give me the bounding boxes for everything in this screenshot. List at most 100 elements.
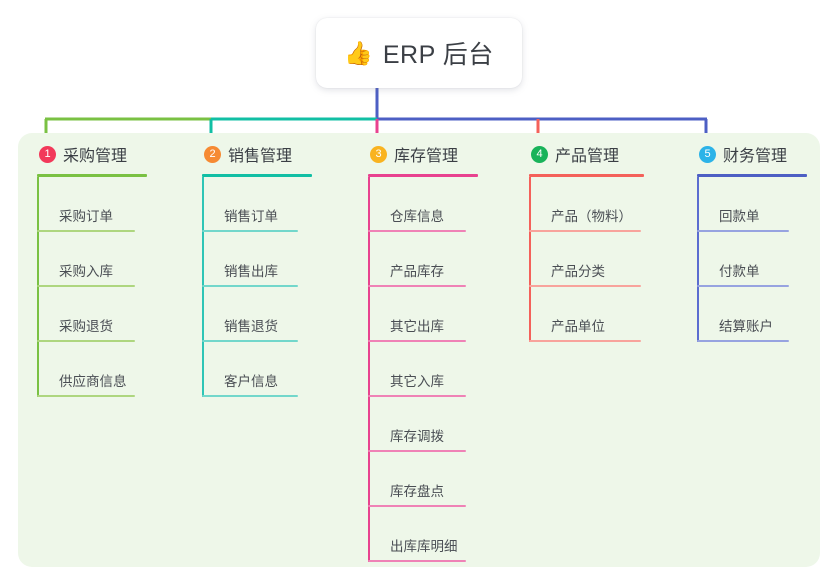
branch-header-3[interactable]: 3 库存管理 [368,141,478,167]
leaf-list: 产品（物料） 产品分类产品单位 [529,177,644,342]
leaf-underline [37,340,135,342]
leaf-underline [37,395,135,397]
leaf-underline [37,285,135,287]
leaf-underline [202,230,298,232]
branch-badge-icon: 2 [204,145,221,163]
leaf-label: 客户信息 [224,374,278,389]
branch-underline [368,174,478,177]
leaf-underline [368,505,466,507]
branch-underline [697,174,807,177]
branch-title: 库存管理 [394,148,459,165]
leaf-item[interactable]: 结算账户 [697,287,807,342]
leaf-label: 供应商信息 [59,374,127,389]
leaf-label: 销售退货 [224,319,278,334]
branch-header-1[interactable]: 1 采购管理 [37,141,147,167]
leaf-item[interactable]: 付款单 [697,232,807,287]
leaf-label: 产品库存 [390,264,444,279]
leaf-item[interactable]: 销售订单 [202,177,312,232]
leaf-item[interactable]: 产品（物料） [529,177,644,232]
leaf-item[interactable]: 其它入库 [368,342,478,397]
leaf-underline [697,285,789,287]
branch-header-4[interactable]: 4 产品管理 [529,141,644,167]
leaf-item[interactable]: 仓库信息 [368,177,478,232]
leaf-label: 结算账户 [719,319,773,334]
leaf-item[interactable]: 产品单位 [529,287,644,342]
leaf-label: 产品单位 [551,319,605,334]
leaf-item[interactable]: 回款单 [697,177,807,232]
branch-title: 采购管理 [63,148,128,165]
leaf-item[interactable]: 出库库明细 [368,507,478,562]
branch-header-5[interactable]: 5 财务管理 [697,141,807,167]
branch-spine [368,177,370,562]
leaf-label: 产品分类 [551,264,605,279]
leaf-item[interactable]: 供应商信息 [37,342,147,397]
branch-title: 财务管理 [723,148,788,165]
leaf-item[interactable]: 销售退货 [202,287,312,342]
leaf-underline [368,395,466,397]
leaf-label: 付款单 [719,264,760,279]
leaf-underline [202,340,298,342]
branch-badge-icon: 5 [699,145,716,163]
leaf-underline [697,340,789,342]
branch-column-5: 5 财务管理回款单付款单结算账户 [697,141,807,342]
leaf-label: 库存盘点 [390,484,444,499]
leaf-label: 库存调拨 [390,429,444,444]
leaf-label: 回款单 [719,209,760,224]
leaf-underline [529,285,641,287]
leaf-list: 回款单付款单结算账户 [697,177,807,342]
branch-spine [529,177,531,342]
branches-panel [18,133,820,567]
branch-column-4: 4 产品管理产品（物料） 产品分类产品单位 [529,141,644,342]
leaf-underline [202,285,298,287]
leaf-item[interactable]: 库存调拨 [368,397,478,452]
branch-underline [37,174,147,177]
leaf-underline [697,230,789,232]
leaf-item[interactable]: 客户信息 [202,342,312,397]
leaf-underline [368,450,466,452]
leaf-label: 销售出库 [224,264,278,279]
branch-title: 产品管理 [555,148,620,165]
branch-spine [202,177,204,397]
leaf-label: 采购订单 [59,209,113,224]
leaf-list: 仓库信息产品库存其它出库其它入库库存调拨库存盘点出库库明细 [368,177,478,562]
leaf-item[interactable]: 产品库存 [368,232,478,287]
leaf-underline [529,340,641,342]
branch-header-2[interactable]: 2 销售管理 [202,141,312,167]
branch-badge-icon: 3 [370,145,387,163]
leaf-underline [529,230,641,232]
leaf-label: 出库库明细 [390,539,458,554]
leaf-label: 销售订单 [224,209,278,224]
leaf-item[interactable]: 采购订单 [37,177,147,232]
leaf-label: 采购退货 [59,319,113,334]
leaf-item[interactable]: 采购入库 [37,232,147,287]
leaf-list: 采购订单采购入库采购退货供应商信息 [37,177,147,397]
branch-spine [37,177,39,397]
leaf-item[interactable]: 产品分类 [529,232,644,287]
root-node[interactable]: 👍 ERP 后台 [316,18,522,88]
leaf-underline [368,340,466,342]
leaf-underline [368,230,466,232]
leaf-label: 其它入库 [390,374,444,389]
thumbs-up-icon: 👍 [344,39,373,66]
branch-badge-icon: 1 [39,145,56,163]
leaf-item[interactable]: 库存盘点 [368,452,478,507]
leaf-item[interactable]: 采购退货 [37,287,147,342]
branch-column-2: 2 销售管理销售订单销售出库销售退货客户信息 [202,141,312,397]
leaf-item[interactable]: 销售出库 [202,232,312,287]
leaf-underline [202,395,298,397]
branch-underline [529,174,644,177]
branch-column-1: 1 采购管理采购订单采购入库采购退货供应商信息 [37,141,147,397]
leaf-underline [368,285,466,287]
branch-spine [697,177,699,342]
leaf-label: 产品（物料） [551,209,632,224]
branch-underline [202,174,312,177]
leaf-label: 其它出库 [390,319,444,334]
leaf-label: 仓库信息 [390,209,444,224]
branch-badge-icon: 4 [531,145,548,163]
leaf-list: 销售订单销售出库销售退货客户信息 [202,177,312,397]
leaf-item[interactable]: 其它出库 [368,287,478,342]
branch-title: 销售管理 [228,148,293,165]
branch-column-3: 3 库存管理仓库信息产品库存其它出库其它入库库存调拨库存盘点出库库明细 [368,141,478,562]
root-title: ERP 后台 [382,41,494,69]
